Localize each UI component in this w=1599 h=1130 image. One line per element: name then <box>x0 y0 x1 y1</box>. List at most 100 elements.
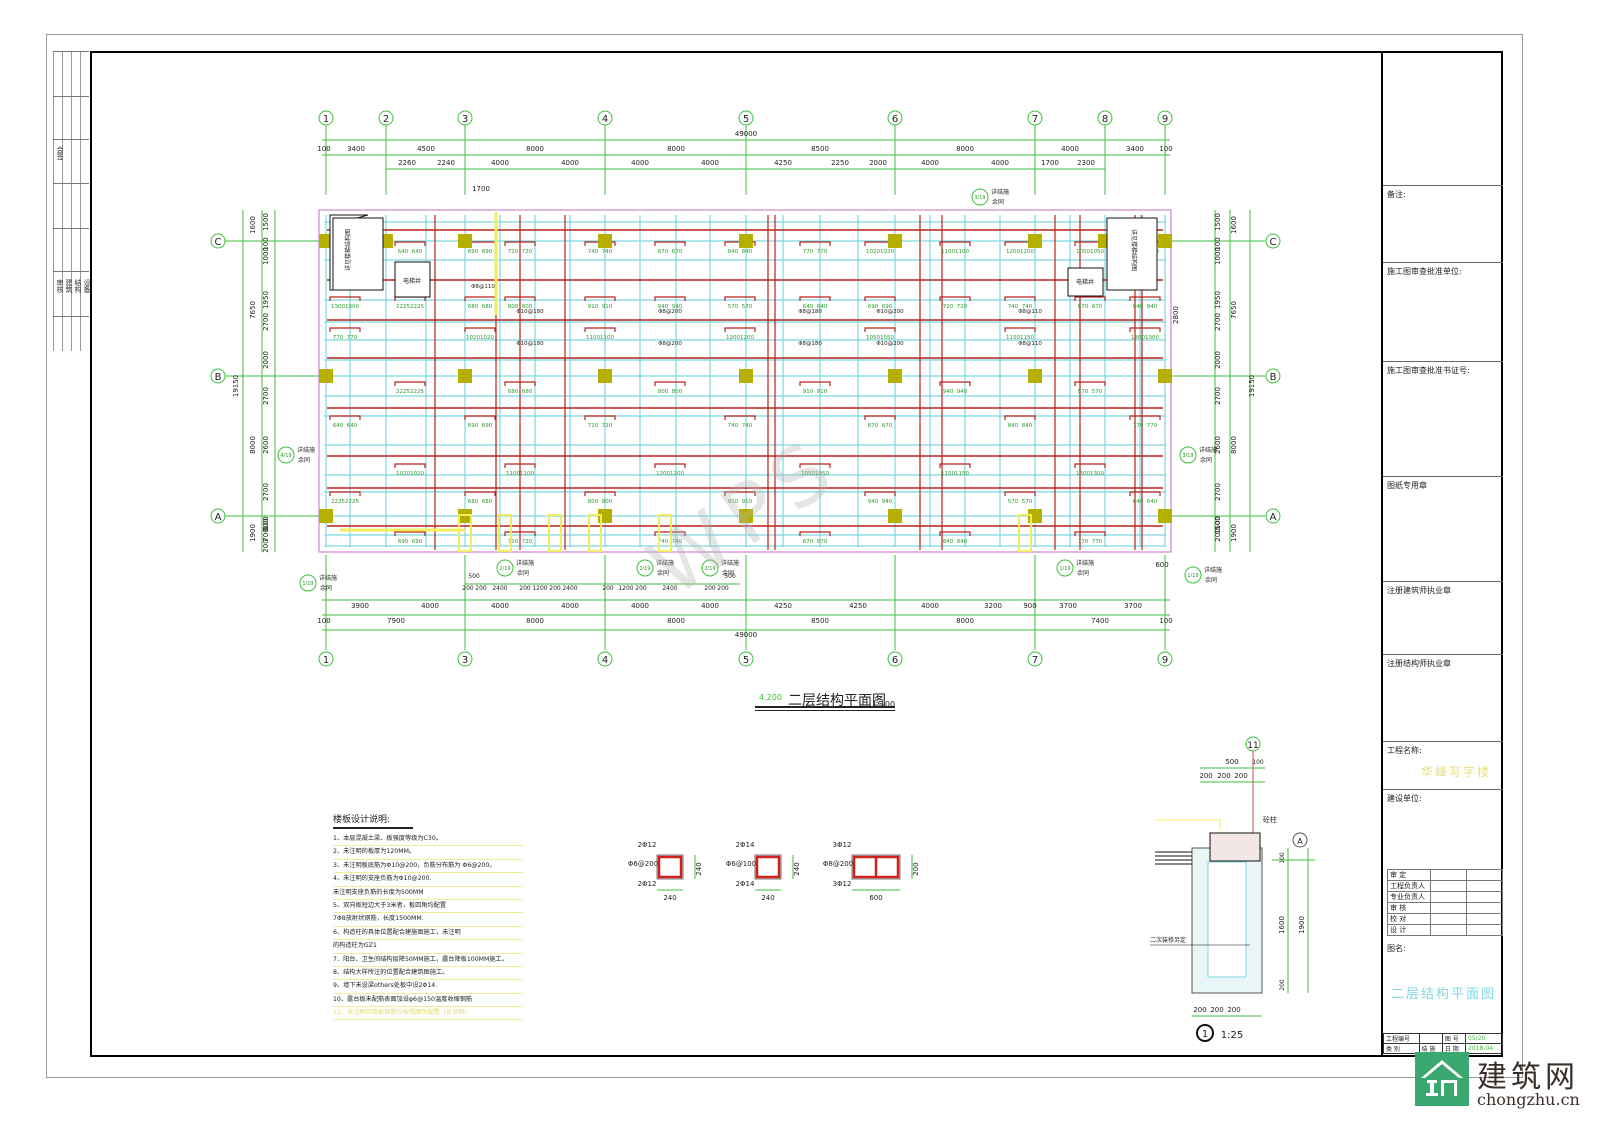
axis-label: B <box>1270 372 1277 383</box>
project-no <box>1418 1033 1443 1044</box>
highlight-strip <box>1018 514 1032 552</box>
rebar-value: 1150 <box>1006 335 1020 341</box>
signature-cell <box>1466 913 1503 925</box>
signature-cell <box>1430 924 1467 936</box>
notes-line: 10、露台板未配筋表面加设φ6@150温度收缩钢筋 <box>333 994 523 1008</box>
rebar-bracket <box>799 241 831 246</box>
rebar-value: 670 <box>1092 304 1103 310</box>
rebar-value: 770 <box>1078 539 1089 545</box>
rebar-value: 670 <box>658 249 669 255</box>
dim-label: 200 <box>549 585 561 592</box>
rebar-spec-label: Φ8@110 <box>471 284 495 290</box>
column <box>739 509 753 523</box>
axis-bubble <box>1265 508 1281 524</box>
rebar-value: 640 <box>817 304 828 310</box>
axis-bubble <box>1157 110 1173 126</box>
dim-label: 2000 <box>869 159 887 167</box>
dim-label: 500 <box>724 573 736 580</box>
dim-label: 200 <box>475 585 487 592</box>
rebar-bracket <box>504 241 536 246</box>
rebar-value: 1200 <box>740 335 754 341</box>
dim-label: 2300 <box>1077 159 1095 167</box>
rebar-bracket <box>939 463 971 468</box>
rebar-value: 670 <box>868 423 879 429</box>
dim-label: 1700 <box>1041 159 1059 167</box>
signature-role: 专业负责人 <box>1387 891 1431 903</box>
house-icon <box>1415 1052 1469 1106</box>
signature-row: 校 对 <box>1387 913 1503 925</box>
elevator-shaft <box>1067 267 1104 297</box>
section-outline <box>656 854 684 880</box>
rebar-spec-label: Φ8@110 <box>1018 341 1042 347</box>
sheet-info-table: 工程编号 图 号 05/20 类 别 结 施 日 期 2018-04 <box>1383 1033 1503 1054</box>
rebar-value: 910 <box>602 304 613 310</box>
dim-label: 4000 <box>561 602 579 610</box>
elevator-label: 电梯井 <box>1076 278 1094 286</box>
dim-label: 1600 <box>249 216 257 234</box>
dim-label: 100 <box>262 516 270 529</box>
rebar-value: 720 <box>602 423 613 429</box>
rebar-bracket <box>1074 463 1106 468</box>
rebar-value: 940 <box>943 389 954 395</box>
section-bottom-bars: 2Φ14 <box>736 880 755 888</box>
dim-label: 2600 <box>1214 436 1222 454</box>
stair-label: 详见楼梯结构图 <box>344 229 352 271</box>
rebar-value: 2225 <box>410 389 424 395</box>
rebar-bracket <box>1074 296 1106 301</box>
dim-label: 4250 <box>774 159 792 167</box>
rebar-value: 1200 <box>1020 249 1034 255</box>
rebar-bracket <box>394 381 426 386</box>
rebar-value: 2225 <box>345 499 359 505</box>
section-top-bars: 2Φ12 <box>638 841 657 849</box>
dim-label: 8000 <box>667 145 685 153</box>
rebar-value: 910 <box>817 389 828 395</box>
detail-ref-number: 2/19 <box>499 566 510 572</box>
detail-ref-label: 详结施 <box>721 559 739 567</box>
axis-bubble <box>1265 368 1281 384</box>
dim-label: 500 <box>1225 758 1238 766</box>
detail-ref-label: 余同 <box>1205 576 1217 584</box>
column <box>1028 369 1042 383</box>
signature-role: 审 核 <box>1387 902 1431 914</box>
rebar-bracket <box>464 327 496 332</box>
rebar-value: 570 <box>1022 499 1033 505</box>
dim-label: 200 <box>1227 1006 1240 1014</box>
sheet-inner-frame <box>90 51 1503 1057</box>
rebar-value: 1200 <box>656 471 670 477</box>
detail-ref-label: 详结施 <box>319 574 337 582</box>
rebar-value: 680 <box>522 389 533 395</box>
section-outline <box>754 854 782 880</box>
rebar-value: 840 <box>1133 304 1144 310</box>
dim-label: 4000 <box>701 159 719 167</box>
rebar-value: 570 <box>728 304 739 310</box>
sheet-no-label: 图 号 <box>1441 1033 1467 1044</box>
signature-cell <box>1430 880 1467 892</box>
dim-label: 2000 <box>262 351 270 369</box>
dim-label: 4500 <box>417 145 435 153</box>
rebar-value: 840 <box>1022 423 1033 429</box>
site-logo[interactable]: 建筑网 chongzhu.cn <box>1415 1052 1599 1130</box>
dim-label: 1200 <box>618 585 633 592</box>
rebar-bracket <box>464 491 496 496</box>
signature-cell <box>1430 891 1467 903</box>
column <box>458 234 472 248</box>
drawing-title-text: 二层结构平面图 <box>788 693 886 709</box>
rebar-bracket <box>724 415 756 420</box>
drawing-seal-label: 图纸专用章 <box>1387 481 1427 490</box>
detail-ref-label: 详结施 <box>656 559 674 567</box>
dim-label: 200 <box>1193 1006 1206 1014</box>
dim-label: 2700 <box>1214 483 1222 501</box>
axis-label: B <box>215 372 222 383</box>
rebar-bracket <box>394 531 426 536</box>
axis-bubble <box>457 651 473 667</box>
axis-label: 3 <box>462 114 468 125</box>
rebar-value: 720 <box>957 304 968 310</box>
rebar-value: 740 <box>672 539 683 545</box>
dim-label: 100 <box>262 237 270 250</box>
axis-bubble <box>887 110 903 126</box>
rebar-spec-label: Φ8@200 <box>658 341 682 347</box>
dim-label: 7650 <box>249 301 257 319</box>
signature-cell <box>1466 924 1503 936</box>
detail-ref-bubble <box>277 446 295 464</box>
highlight-strip <box>498 514 512 552</box>
